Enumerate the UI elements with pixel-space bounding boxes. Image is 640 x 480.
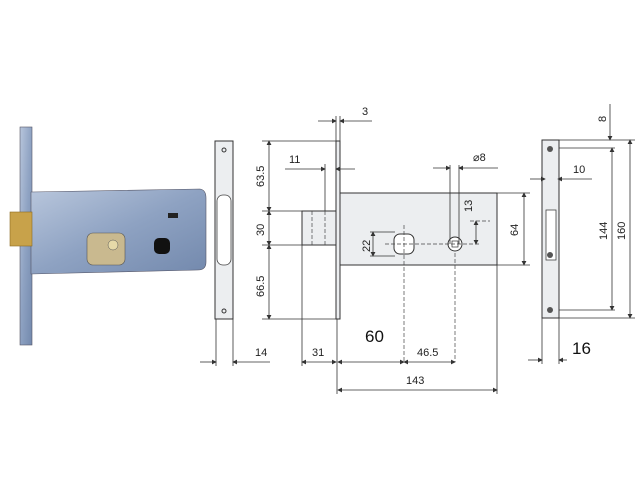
dim-strike-width: 16 <box>572 339 591 358</box>
photo-spindle-hole <box>154 238 170 254</box>
dim-spindle-diameter: ⌀8 <box>473 152 486 164</box>
photo-slot <box>168 213 178 218</box>
screw-hole-icon <box>547 252 553 258</box>
dim-body-height: 64 <box>509 224 521 236</box>
dim-backset: 60 <box>365 327 384 346</box>
dim-body-length: 143 <box>406 375 424 387</box>
dim-strike-offset: 10 <box>573 164 585 176</box>
strike-plate-view: 8 144 160 10 16 <box>528 104 635 364</box>
lock-section-view: 63.5 30 66.5 11 3 22 ⌀8 13 64 31 <box>255 106 530 394</box>
dim-upper: 63.5 <box>255 166 267 187</box>
faceplate-view: 14 <box>200 140 270 366</box>
dim-latch-projection: 31 <box>312 347 324 359</box>
dim-latch-height: 30 <box>255 224 267 236</box>
photo-cylinder <box>86 232 126 266</box>
dim-center-distance: 46.5 <box>417 347 438 359</box>
dim-spindle-offset: 13 <box>463 200 475 212</box>
photo-latch-bolt <box>9 211 33 247</box>
dim-lower: 66.5 <box>255 276 267 297</box>
dim-strike-hole-spacing: 144 <box>598 222 610 240</box>
lock-photo <box>9 126 207 346</box>
screw-hole-icon <box>547 307 553 313</box>
screw-hole-icon <box>547 146 553 152</box>
forend <box>335 140 341 320</box>
dim-strike-top: 8 <box>597 116 609 122</box>
latch-bolt <box>301 210 337 246</box>
photo-keyhole-icon <box>107 239 119 251</box>
dim-forend-thickness: 3 <box>362 106 368 118</box>
dim-cylinder-height: 22 <box>361 240 373 252</box>
lock-body <box>339 192 498 266</box>
dim-latch-offset: 11 <box>289 154 300 166</box>
dim-strike-length: 160 <box>616 222 628 240</box>
dim-faceplate-width: 14 <box>255 347 267 359</box>
